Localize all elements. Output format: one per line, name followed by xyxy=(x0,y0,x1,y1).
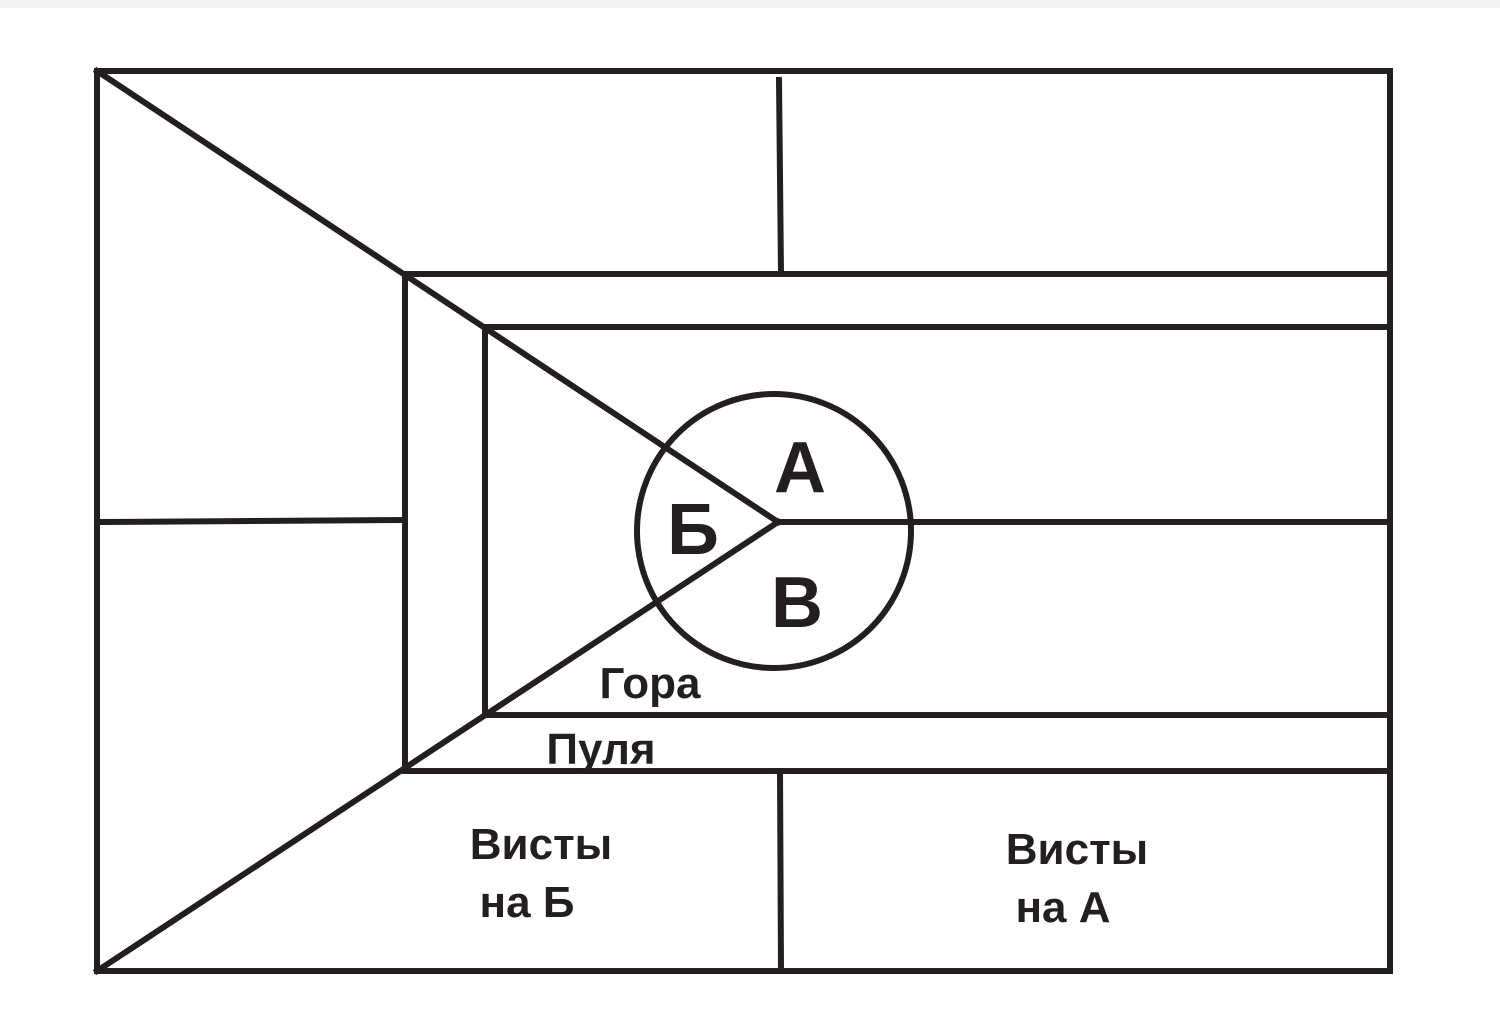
label-whists-on-b-line1: Висты xyxy=(470,820,612,869)
whist-divider-left xyxy=(97,516,409,526)
whist-divider-bottom xyxy=(776,767,785,975)
diagonal-lower xyxy=(92,517,783,976)
whist-divider-top xyxy=(775,76,785,278)
label-gora: Гора xyxy=(600,659,702,708)
center-circle xyxy=(634,391,914,671)
label-whists-on-a-line2: на А xyxy=(1015,883,1110,932)
label-whists-on-b-line2: на Б xyxy=(480,878,575,927)
label-player-b: Б xyxy=(667,490,719,570)
label-pulya: Пуля xyxy=(546,725,655,774)
diagonal-upper xyxy=(92,66,783,527)
label-whists-on-a-line1: Висты xyxy=(1006,825,1148,874)
label-player-v: В xyxy=(771,563,823,643)
label-player-a: А xyxy=(774,428,826,508)
